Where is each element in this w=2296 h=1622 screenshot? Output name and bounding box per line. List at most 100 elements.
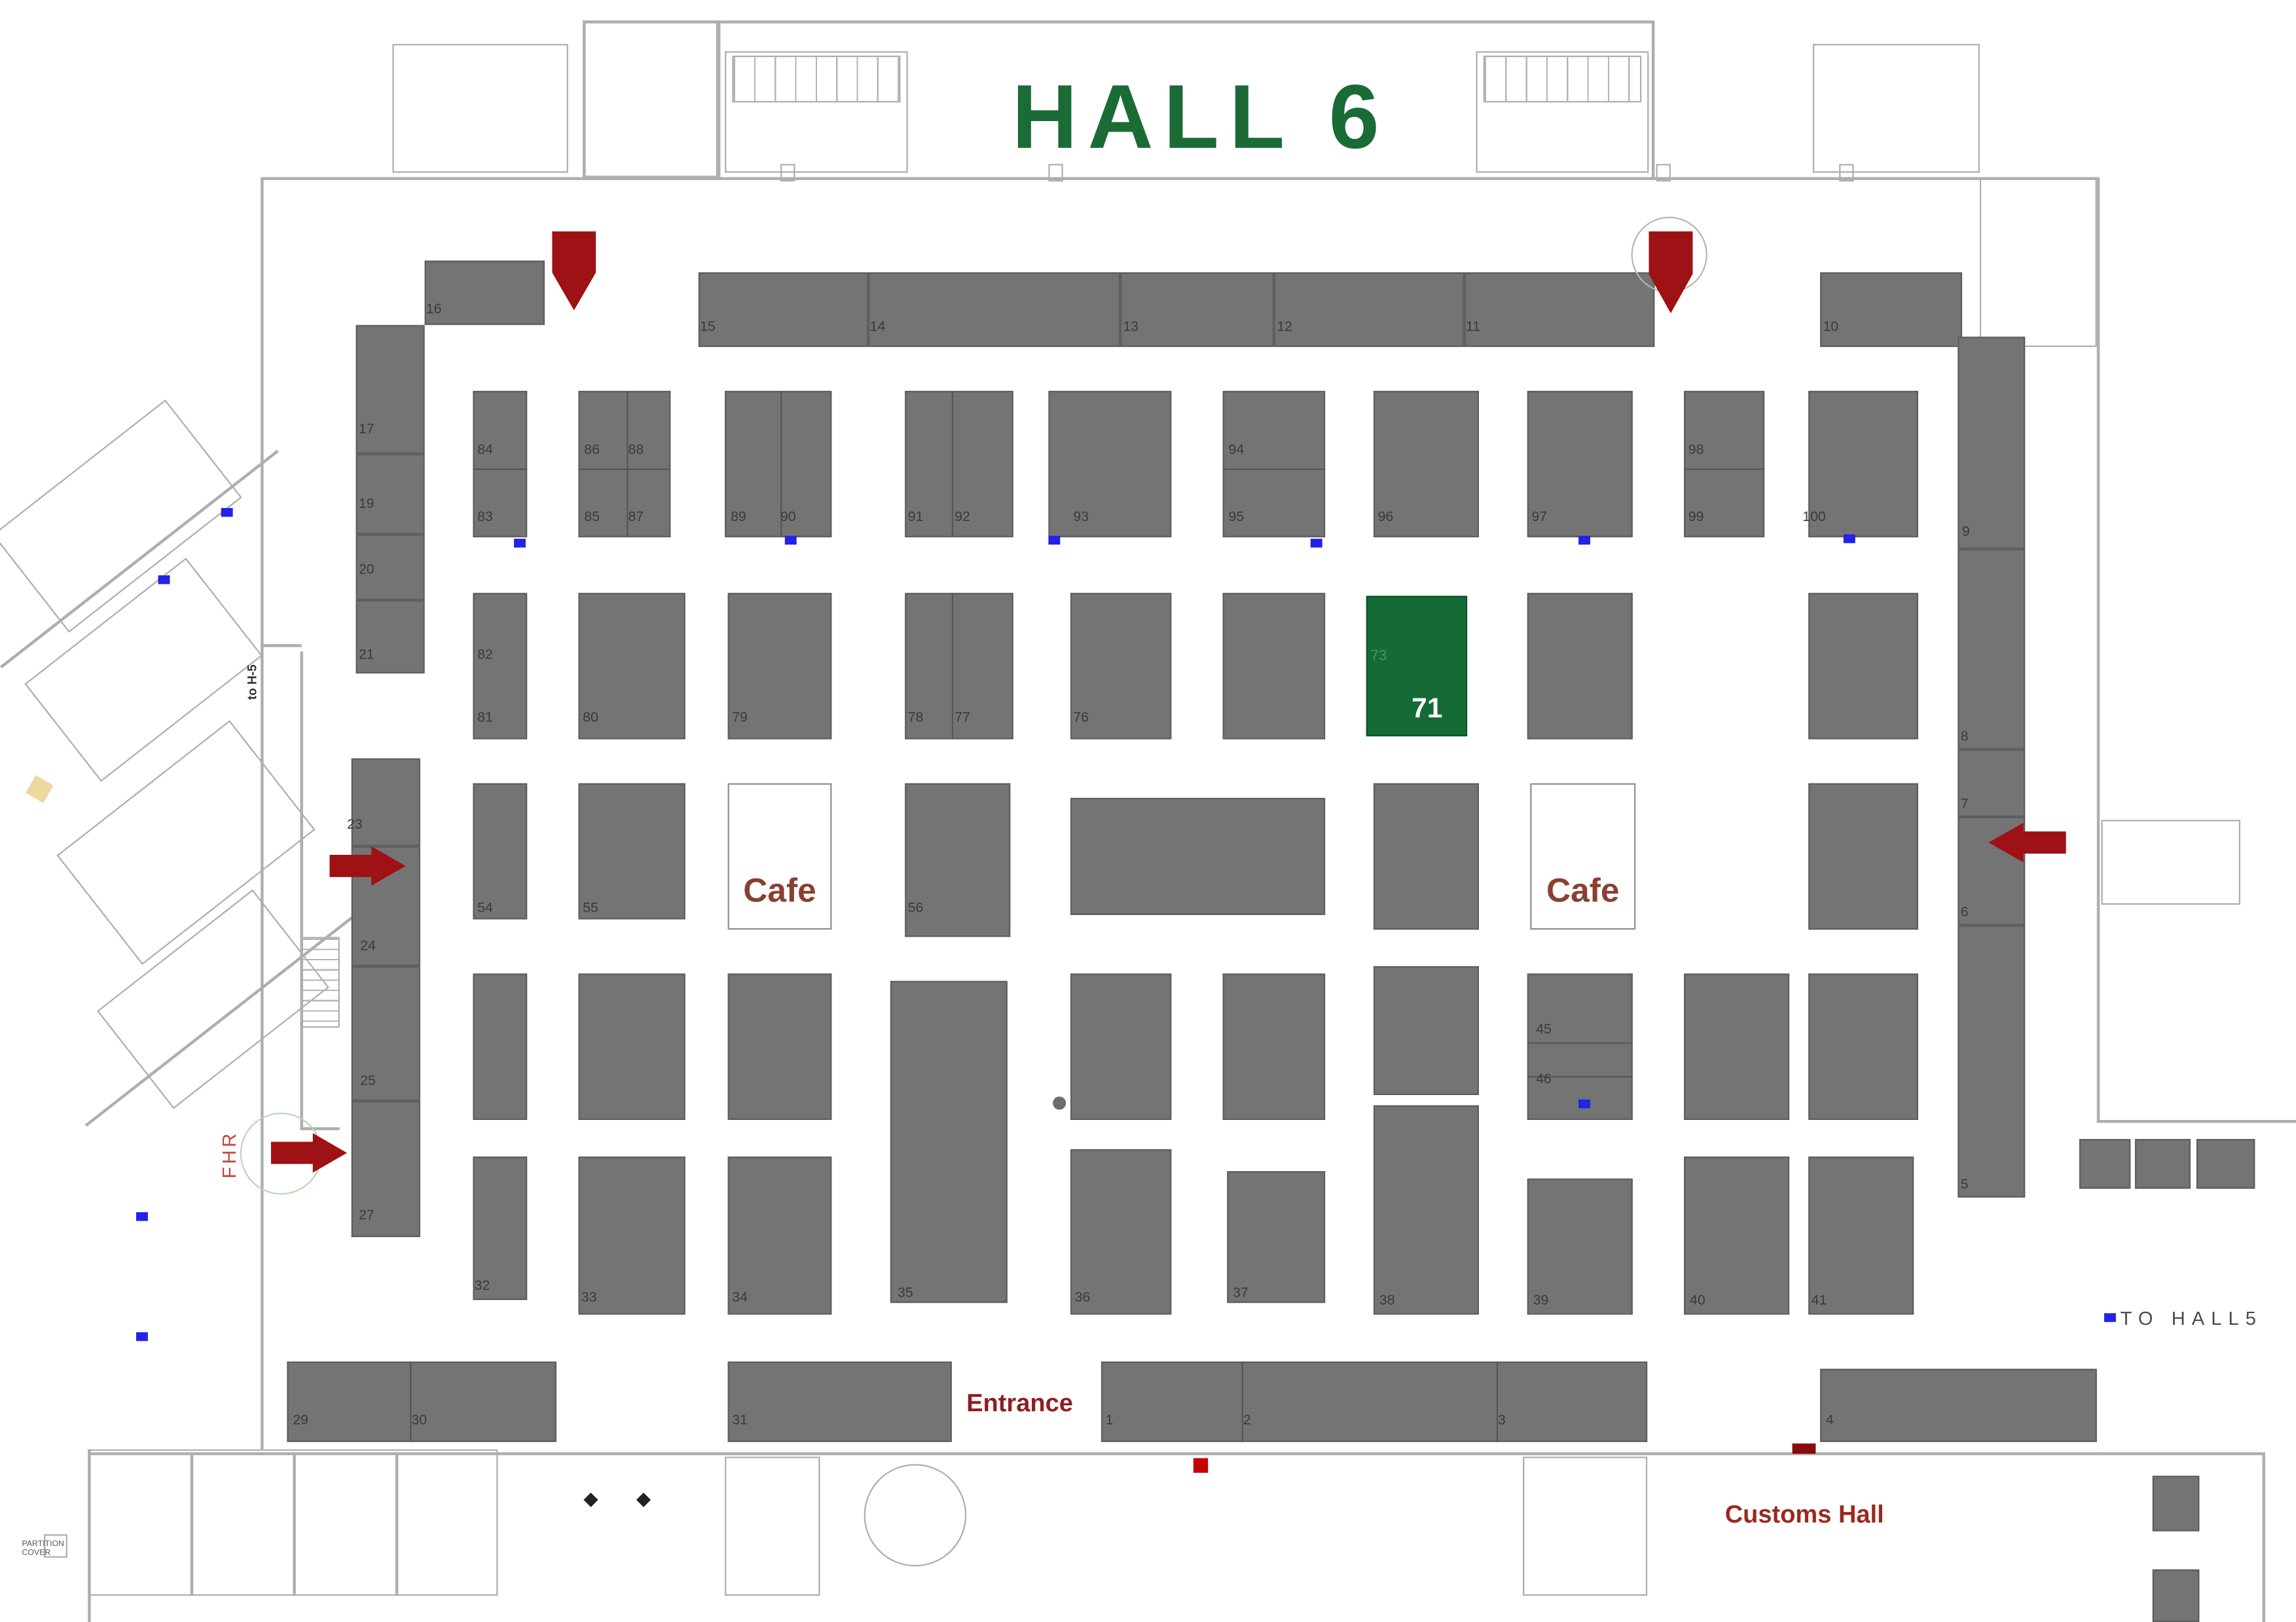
- booth[interactable]: [1120, 272, 1274, 348]
- booth-number: 88: [628, 442, 644, 459]
- booth[interactable]: [578, 783, 685, 920]
- booth[interactable]: [727, 1361, 952, 1443]
- booth[interactable]: [424, 261, 545, 325]
- booth-divider: [951, 391, 954, 537]
- booth[interactable]: [1373, 1105, 1479, 1315]
- booth[interactable]: [1958, 336, 2026, 549]
- booth[interactable]: [1958, 549, 2026, 750]
- booth-number: 100: [1802, 509, 1826, 526]
- booth[interactable]: [1070, 592, 1172, 740]
- booth[interactable]: [2196, 1139, 2255, 1189]
- booth[interactable]: [1464, 272, 1655, 348]
- booth[interactable]: [905, 592, 1013, 740]
- booth[interactable]: [355, 534, 425, 601]
- booth-divider: [780, 391, 782, 537]
- booth[interactable]: [1527, 973, 1633, 1120]
- booth[interactable]: [578, 391, 671, 537]
- booth[interactable]: [578, 1156, 685, 1315]
- booth[interactable]: [868, 272, 1120, 348]
- booth[interactable]: [473, 592, 528, 740]
- wall-outline: [1656, 164, 1671, 182]
- booth[interactable]: [1373, 391, 1479, 537]
- booth[interactable]: [1820, 1369, 2097, 1443]
- booth-number: 95: [1228, 509, 1245, 526]
- booth[interactable]: [1958, 749, 2026, 818]
- booth[interactable]: [727, 592, 832, 740]
- booth-number: 90: [780, 509, 796, 526]
- wall-line: [2096, 1119, 2296, 1123]
- booth[interactable]: [1373, 966, 1479, 1095]
- booth[interactable]: [2152, 1475, 2200, 1532]
- booth[interactable]: [1684, 1156, 1790, 1315]
- booth[interactable]: [1273, 272, 1465, 348]
- booth[interactable]: [1820, 272, 1963, 348]
- hall-title: HALL 6: [1011, 67, 1390, 169]
- cafe-area[interactable]: [727, 783, 832, 930]
- booth-number: 96: [1377, 509, 1394, 526]
- booth[interactable]: [473, 783, 528, 920]
- booth[interactable]: [287, 1361, 556, 1443]
- booth[interactable]: [1527, 391, 1633, 537]
- booth[interactable]: [578, 592, 685, 740]
- booth-number: 30: [411, 1413, 428, 1429]
- booth[interactable]: [1684, 973, 1790, 1120]
- booth[interactable]: [727, 1156, 832, 1315]
- booth-number: 55: [583, 900, 598, 917]
- booth[interactable]: [351, 966, 420, 1101]
- booth[interactable]: [1808, 391, 1918, 537]
- booth[interactable]: [890, 981, 1008, 1303]
- booth[interactable]: [2079, 1139, 2131, 1189]
- booth[interactable]: [1227, 1171, 1326, 1303]
- booth[interactable]: [2134, 1139, 2191, 1189]
- booth[interactable]: [473, 973, 528, 1120]
- booth[interactable]: [727, 973, 832, 1120]
- booth[interactable]: [1222, 391, 1326, 537]
- booth[interactable]: [725, 391, 832, 537]
- booth-highlighted[interactable]: [1366, 596, 1468, 737]
- wall-outline: [2101, 820, 2240, 905]
- booth[interactable]: [1222, 973, 1326, 1120]
- booth-number: 40: [1690, 1292, 1705, 1309]
- fhr-label: FHR: [218, 1130, 240, 1179]
- booth[interactable]: [473, 1156, 528, 1301]
- booth[interactable]: [1527, 592, 1633, 740]
- customs-hall-label: Customs Hall: [1724, 1500, 1884, 1529]
- booth[interactable]: [1808, 592, 1918, 740]
- booth[interactable]: [1808, 1156, 1914, 1315]
- booth[interactable]: [1070, 797, 1326, 915]
- booth[interactable]: [351, 1100, 420, 1237]
- booth[interactable]: [2152, 1569, 2200, 1622]
- wall-outline: [864, 1464, 967, 1567]
- wall-outline: [1048, 164, 1063, 182]
- booth[interactable]: [1684, 391, 1765, 537]
- booth-number: 99: [1688, 509, 1704, 526]
- booth[interactable]: [1958, 925, 2026, 1198]
- booth[interactable]: [1527, 1178, 1633, 1315]
- booth[interactable]: [1048, 391, 1172, 537]
- cafe-area[interactable]: [1530, 783, 1636, 930]
- booth[interactable]: [1808, 783, 1918, 930]
- booth-number: 35: [898, 1285, 913, 1302]
- booth[interactable]: [355, 600, 425, 674]
- booth[interactable]: [351, 758, 420, 846]
- wall-outline: [1523, 1456, 1648, 1596]
- booth[interactable]: [1808, 973, 1918, 1120]
- booth[interactable]: [578, 973, 685, 1120]
- booth[interactable]: [355, 325, 425, 454]
- wall-outline: [1812, 44, 1980, 173]
- booth[interactable]: [1070, 973, 1172, 1120]
- booth-number: 20: [358, 562, 374, 579]
- booth[interactable]: [1373, 783, 1479, 930]
- booth-number: 76: [1073, 710, 1089, 727]
- booth-number: 77: [955, 710, 970, 727]
- booth[interactable]: [1222, 592, 1326, 740]
- booth-number: 87: [628, 509, 644, 526]
- booth[interactable]: [1101, 1361, 1648, 1443]
- wall-line: [88, 1449, 90, 1622]
- booth[interactable]: [905, 391, 1013, 537]
- booth[interactable]: [355, 454, 425, 535]
- booth[interactable]: [473, 391, 528, 537]
- booth[interactable]: [698, 272, 869, 348]
- booth[interactable]: [1070, 1149, 1172, 1315]
- booth[interactable]: [905, 783, 1011, 937]
